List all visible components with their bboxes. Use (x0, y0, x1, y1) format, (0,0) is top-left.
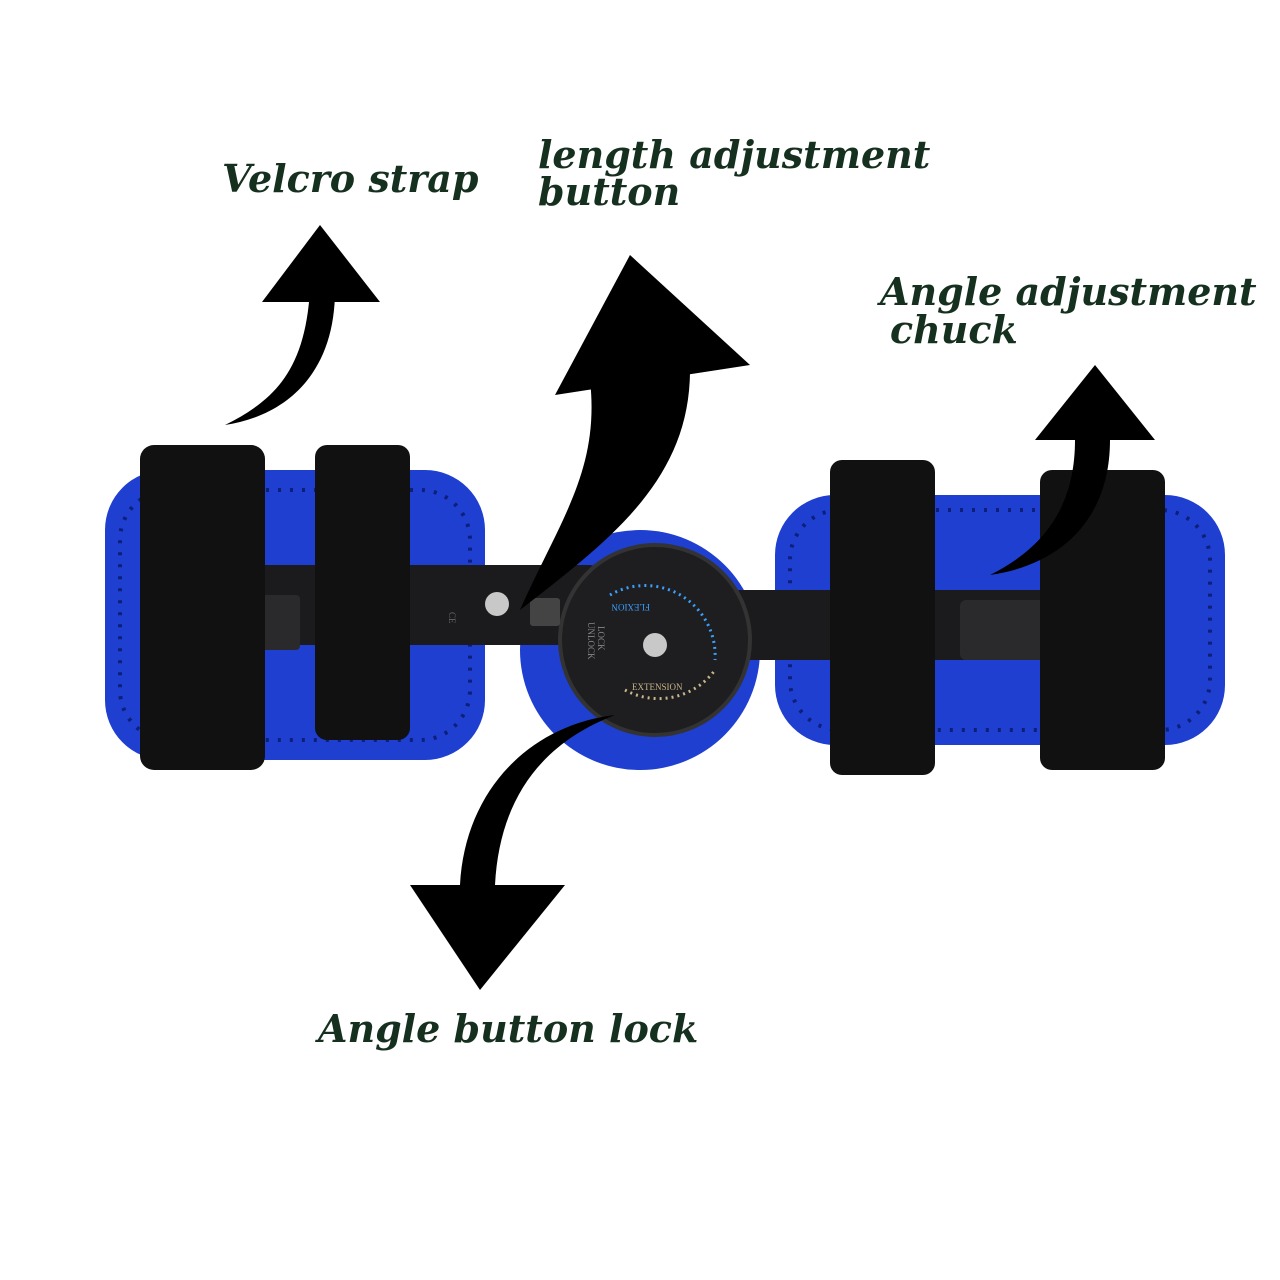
flexion-marking: FLEXION (611, 602, 650, 612)
ce-marking: CE (447, 612, 457, 624)
velcro-strap-4 (1040, 470, 1165, 770)
arrow-length-adjustment (520, 255, 750, 610)
unlock-marking: UNLOCK (586, 622, 596, 660)
label-angle-chuck-line2: chuck (890, 307, 1018, 352)
hinge: FLEXION EXTENSION LOCK UNLOCK CE (447, 543, 752, 737)
label-angle-button-lock: Angle button lock (318, 1006, 699, 1051)
arrow-velcro (225, 225, 380, 425)
label-length-adjustment-line2: button (538, 169, 681, 214)
arrow-angle-lock (410, 715, 615, 990)
length-button-right (960, 600, 1055, 660)
extension-marking: EXTENSION (632, 682, 683, 692)
label-velcro-strap: Velcro strap (222, 156, 479, 201)
lock-slider (530, 598, 560, 626)
length-button-left (255, 595, 300, 650)
arrow-angle-chuck (990, 365, 1155, 575)
bar-screw (485, 592, 509, 616)
velcro-strap-1 (140, 445, 265, 770)
label-length-adjustment-line1: length adjustment (538, 132, 931, 177)
label-angle-chuck-line1: Angle adjustment (880, 269, 1257, 314)
lock-marking: LOCK (596, 626, 606, 651)
velcro-strap-2 (315, 445, 410, 740)
hinge-screw (643, 633, 667, 657)
velcro-strap-3 (830, 460, 935, 775)
